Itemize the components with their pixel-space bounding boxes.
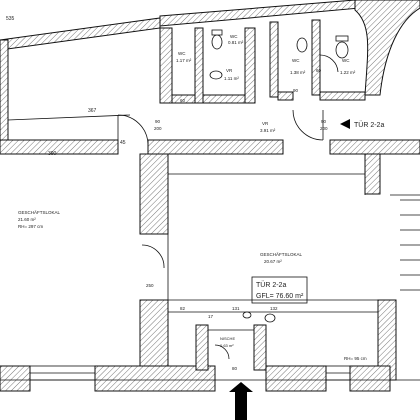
toilet-icon bbox=[211, 34, 223, 50]
dim-80: 80 bbox=[232, 366, 238, 371]
unit-box-door: TÜR 2-2a bbox=[256, 281, 286, 289]
dim-door-200-left: 200 bbox=[154, 126, 162, 131]
wall-column-mid bbox=[139, 153, 169, 235]
room-wc-d-name: WC bbox=[342, 58, 350, 63]
room-shop-main-area: 20.67 m² bbox=[264, 259, 282, 264]
toilet-icon-3 bbox=[335, 41, 349, 59]
wall-niche-left bbox=[195, 324, 209, 371]
room-wc-d-area: 1.22 m² bbox=[340, 70, 356, 75]
wall-wc-1 bbox=[159, 27, 173, 104]
wall-ne-curve bbox=[354, 0, 420, 96]
wall-niche-right bbox=[253, 324, 267, 371]
dim-small-b: 90 bbox=[293, 88, 299, 93]
sink-icon-2 bbox=[242, 311, 252, 319]
dim-131: 131 bbox=[232, 306, 240, 311]
room-shop-left-area: 21.60 m² bbox=[18, 217, 36, 222]
dim-132: 132 bbox=[270, 306, 278, 311]
wall-bottom-left bbox=[0, 365, 31, 392]
entrance-arrow-icon bbox=[229, 382, 253, 420]
wall-bottom-right bbox=[349, 365, 391, 392]
wall-top-right bbox=[159, 0, 361, 27]
room-niche-area: 0.63 m² bbox=[220, 343, 234, 348]
door-swing-wc bbox=[319, 54, 339, 73]
room-height-right: RH= 95 cm bbox=[344, 356, 367, 361]
tank-icon-2 bbox=[335, 35, 349, 42]
wall-wc-5 bbox=[311, 19, 321, 96]
wall-bottom-mid2 bbox=[265, 365, 327, 392]
door-swings bbox=[117, 54, 339, 360]
room-wc-b-area: 1.17 m² bbox=[176, 58, 192, 63]
room-niche-name: NISCHE bbox=[220, 336, 235, 341]
tank-icon bbox=[211, 29, 223, 36]
wall-mid-3 bbox=[329, 139, 420, 155]
dim-left-367: 367 bbox=[88, 108, 97, 114]
door-tag: TÜR 2-2a bbox=[354, 121, 384, 129]
wall-corridor-top-4 bbox=[319, 91, 366, 101]
dim-82: 82 bbox=[180, 306, 186, 311]
wall-mid-1 bbox=[0, 139, 119, 155]
room-wc-c-name: WC bbox=[292, 58, 300, 63]
room-vr-hall-area: 3.91 m² bbox=[260, 128, 276, 133]
wall-bottom-mid1 bbox=[94, 365, 216, 392]
room-wc-b-name: WC bbox=[178, 51, 186, 56]
room-vr-small-area: 1.11 m² bbox=[224, 76, 239, 81]
dim-left-390: 390 bbox=[48, 151, 57, 157]
wall-corridor-top-3 bbox=[277, 91, 294, 101]
unit-box bbox=[251, 276, 308, 304]
room-wc-a-name: WC bbox=[230, 34, 238, 39]
dim-door-90-right: 90 bbox=[321, 119, 327, 124]
dim-door-200-right: 200 bbox=[320, 126, 328, 131]
room-shop-left-name: GESCHÄFTSLOKAL bbox=[18, 209, 61, 215]
dim-left-45: 45 bbox=[120, 140, 126, 146]
room-vr-small-name: VR bbox=[226, 68, 233, 73]
door-swing-shop bbox=[141, 244, 165, 269]
room-shop-left-height: RH= 297 cm bbox=[18, 224, 43, 229]
wall-mid-2 bbox=[147, 139, 284, 155]
dim-door-90-left: 90 bbox=[155, 119, 161, 124]
fixtures bbox=[209, 29, 349, 323]
door-tag-arrow-icon bbox=[340, 119, 350, 129]
dim-top-left: 535 bbox=[6, 16, 15, 22]
room-vr-hall-name: VR bbox=[262, 121, 269, 126]
door-swing-right bbox=[292, 109, 324, 141]
room-wc-c-area: 1.38 m² bbox=[290, 70, 306, 75]
interior-lines bbox=[0, 114, 420, 381]
room-shop-main-name: GESCHÄFTSLOKAL bbox=[260, 251, 303, 257]
walls bbox=[0, 0, 420, 392]
dim-17: 17 bbox=[208, 314, 214, 319]
unit-box-area: GFL= 76.60 m² bbox=[256, 293, 304, 300]
toilet-icon-2 bbox=[296, 37, 308, 53]
wall-left-upper bbox=[0, 39, 9, 141]
dim-small-a: 60 bbox=[180, 98, 186, 103]
wall-corridor-top-1 bbox=[171, 94, 196, 104]
sink-icon-3 bbox=[264, 313, 276, 323]
wall-wc-2 bbox=[194, 27, 204, 104]
wall-wc-3 bbox=[244, 27, 256, 104]
dim-250: 250 bbox=[146, 283, 154, 288]
wall-wc-4 bbox=[269, 21, 279, 98]
door-swing-left bbox=[117, 114, 149, 146]
wall-corridor-top-2 bbox=[202, 94, 246, 104]
door-swing-niche bbox=[214, 344, 230, 360]
room-wc-a-area: 0.81 m² bbox=[228, 40, 244, 45]
windows bbox=[29, 365, 351, 381]
dim-60: 60 bbox=[316, 68, 322, 73]
wall-top-slanted bbox=[0, 17, 161, 51]
wall-right-upper bbox=[364, 153, 381, 195]
sink-icon bbox=[209, 70, 223, 80]
